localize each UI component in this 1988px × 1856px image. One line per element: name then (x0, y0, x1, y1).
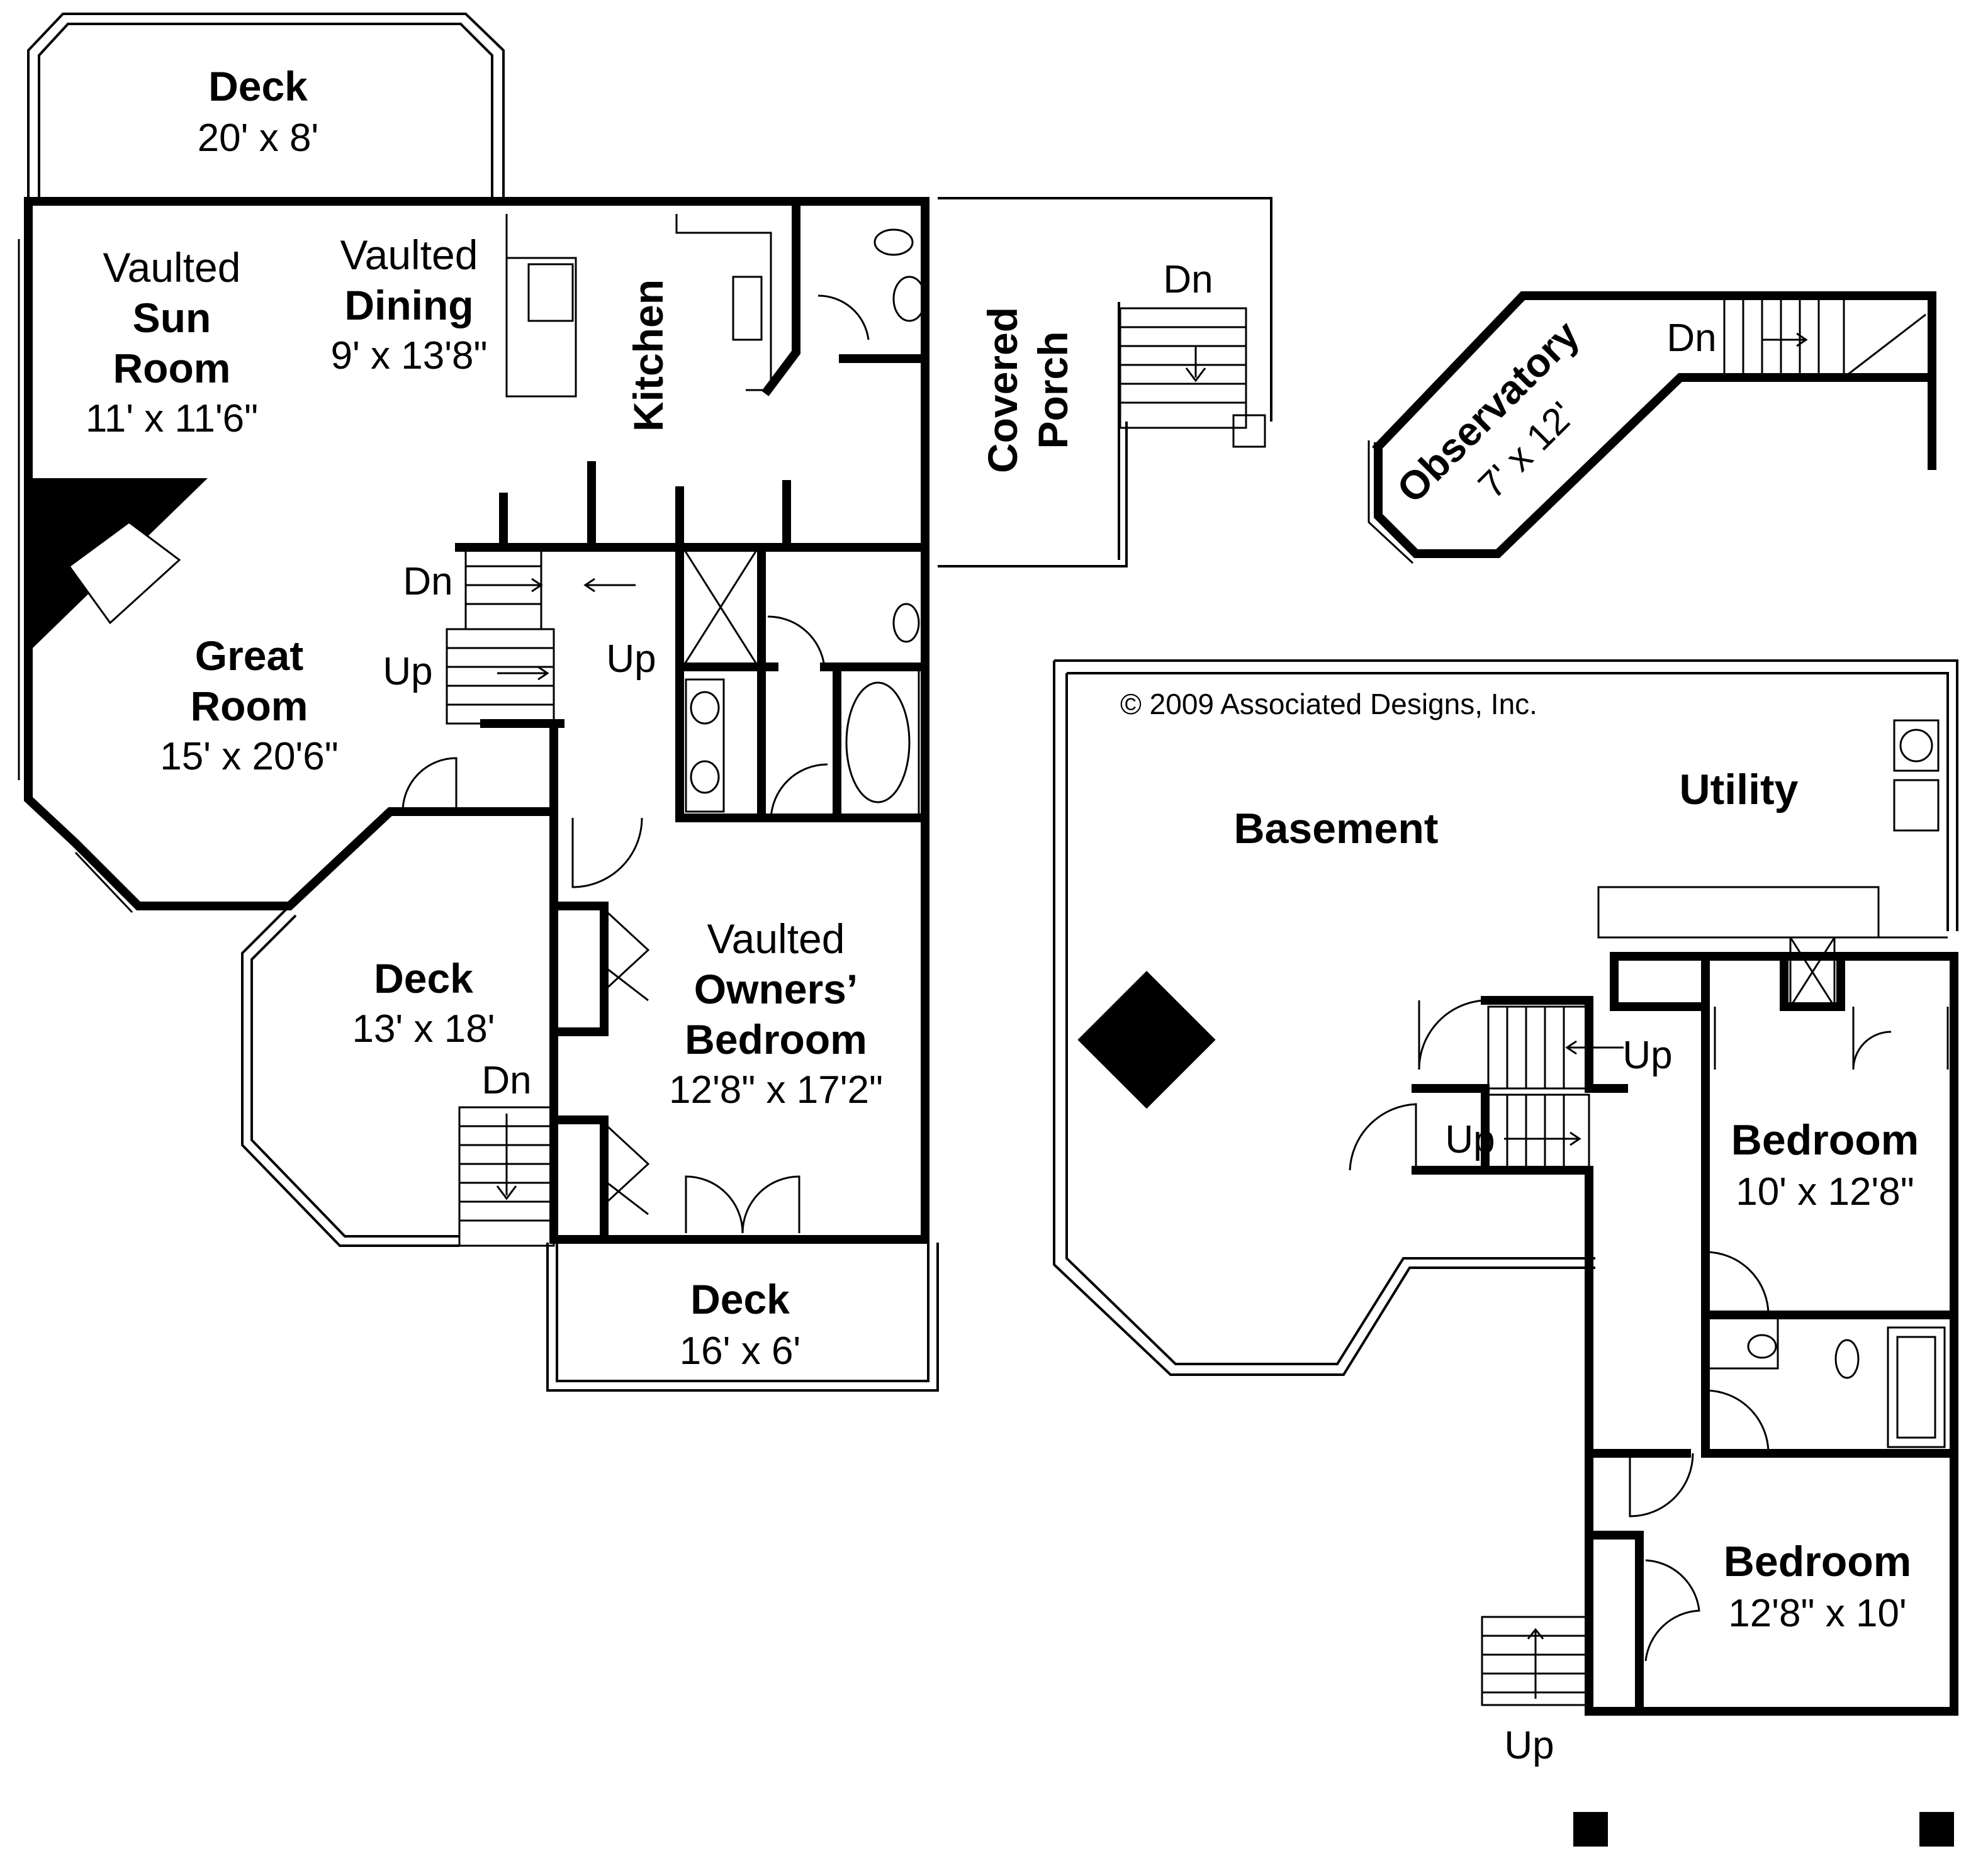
kitchen-fixtures (505, 203, 800, 398)
exterior-walls (18, 197, 929, 1244)
basement-floor (1053, 659, 1958, 1847)
deck-left-name: Deck (374, 955, 473, 1002)
covered-porch-line1: Covered (979, 307, 1026, 473)
bedroom-1-name: Bedroom (1731, 1116, 1919, 1164)
dining-size: 9' x 13'8" (330, 334, 487, 377)
kitchen-name: Kitchen (625, 279, 671, 432)
main-floor (18, 13, 1272, 1392)
owners-bedroom-size: 12'8" x 17'2" (669, 1068, 883, 1112)
sun-room-size: 11' x 11'6" (86, 397, 258, 440)
covered-porch (938, 197, 1272, 567)
basement-name: Basement (1233, 805, 1438, 853)
great-room-line2: Room (191, 683, 308, 729)
stair-label-bsmt-up-2: Up (1445, 1118, 1495, 1161)
deck-bottom-size: 16' x 6' (680, 1329, 801, 1373)
labels: Deck 20' x 8' Vaulted Sun Room 11' x 11'… (86, 63, 1919, 1767)
stair-label-hall-up: Up (606, 637, 656, 681)
owners-bedroom-line1: Vaulted (707, 915, 845, 962)
stair-label-great-up: Up (383, 650, 432, 693)
owners-bedroom-line2: Owners’ (694, 966, 858, 1012)
covered-porch-line2: Porch (1030, 331, 1076, 449)
stair-label-deck-dn: Dn (481, 1059, 531, 1102)
sun-room-line1: Vaulted (103, 244, 241, 291)
stair-label-ext-up: Up (1504, 1724, 1554, 1767)
utility-name: Utility (1680, 766, 1799, 813)
deck-top-name: Deck (208, 63, 308, 109)
owners-bedroom-line3: Bedroom (685, 1016, 867, 1063)
owners-bedroom-fixtures (571, 817, 800, 1234)
deck-bottom-name: Deck (690, 1276, 790, 1322)
great-room-line1: Great (195, 632, 303, 679)
powder-bath (817, 228, 929, 363)
copyright: © 2009 Associated Designs, Inc. (1120, 688, 1537, 720)
deck-top (27, 13, 505, 201)
stair-label-great-dn: Dn (403, 560, 452, 603)
sun-room-line3: Room (113, 345, 231, 391)
great-room-stairs (402, 546, 636, 812)
observatory-floor (1367, 291, 1936, 564)
bedroom-1-size: 10' x 12'8" (1736, 1170, 1914, 1214)
dining-line1: Vaulted (340, 232, 478, 278)
stair-label-bsmt-up-1: Up (1622, 1034, 1672, 1077)
sun-room-line2: Sun (133, 294, 211, 341)
stair-label-obs-dn: Dn (1666, 316, 1716, 360)
great-room-size: 15' x 20'6" (160, 735, 339, 778)
deck-top-size: 20' x 8' (198, 116, 319, 160)
fireplace (33, 478, 208, 648)
bedroom-2-size: 12'8" x 10' (1728, 1592, 1907, 1635)
master-bath-fixtures (682, 546, 920, 819)
deck-bottom (546, 1243, 939, 1392)
interior-walls (455, 461, 929, 1238)
bedroom-2-name: Bedroom (1724, 1538, 1911, 1585)
stair-label-porch-dn: Dn (1163, 258, 1213, 301)
deck-left (241, 905, 555, 1247)
dining-line2: Dining (344, 282, 473, 328)
deck-left-size: 13' x 18' (352, 1007, 495, 1051)
